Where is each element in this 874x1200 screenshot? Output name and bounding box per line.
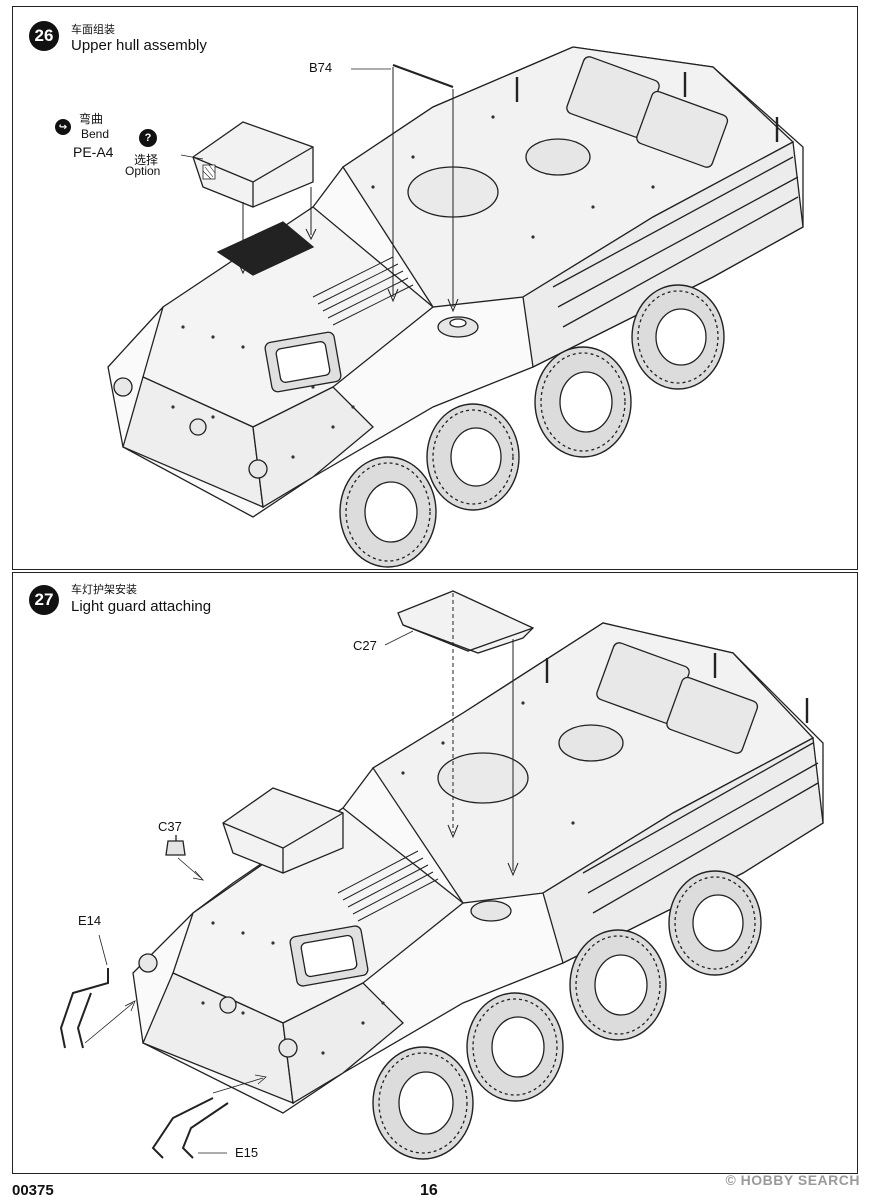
part-b74-label: B74 (309, 60, 333, 75)
watermark: © HOBBY SEARCH (725, 1172, 860, 1188)
step-27-vehicle-drawing (59, 590, 824, 1160)
bend-label-cn: 弯曲 (79, 112, 104, 126)
product-code: 00375 (12, 1182, 54, 1199)
step-number-badge: 27 (29, 585, 59, 615)
part-e15-label: E15 (235, 1145, 259, 1160)
step-title-en: Light guard attaching (71, 598, 212, 615)
step-26-vehicle-drawing (107, 46, 804, 568)
step-title-cn: 车灯护架安装 (71, 583, 137, 596)
step-title-en: Upper hull assembly (71, 37, 207, 54)
part-c27-label: C27 (353, 638, 377, 653)
step-number-badge: 26 (29, 21, 59, 51)
bend-label-en: Bend (81, 127, 110, 141)
page-number: 16 (420, 1182, 438, 1199)
bend-icon: ↪ (55, 119, 71, 135)
part-c37-label: C37 (158, 819, 182, 834)
step-title-cn: 车面组装 (71, 23, 115, 36)
step-27-panel: 27 车灯护架安装 Light guard attaching C27 C37 … (12, 572, 858, 1174)
part-pe-a4-label: PE-A4 (73, 144, 114, 160)
part-e14-label: E14 (78, 913, 102, 928)
option-label-en: Option (125, 164, 161, 178)
question-icon: ? (139, 129, 157, 147)
option-label-cn: 选择 (134, 153, 159, 167)
step-26-panel: 26 车面组装 Upper hull assembly ↪ 弯曲 Bend PE… (12, 6, 858, 570)
